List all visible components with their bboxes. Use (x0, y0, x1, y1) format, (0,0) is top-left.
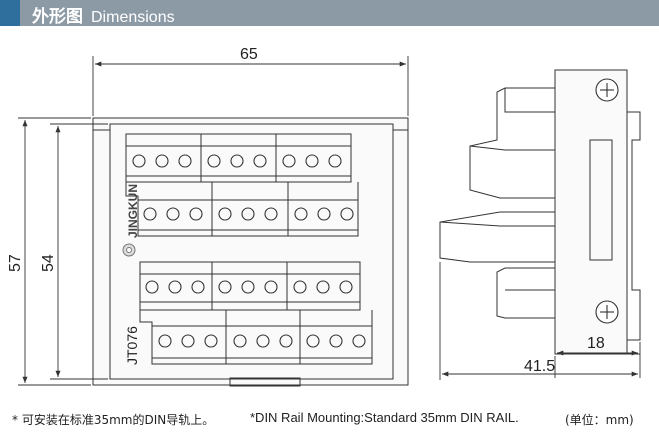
mounting-note-cn: * 可安装在标准35mm的DIN导轨上。 (12, 413, 215, 427)
rail-part-value: 18 (587, 335, 605, 352)
footer-notes: * 可安装在标准35mm的DIN导轨上。 *DIN Rail Mounting:… (0, 407, 659, 431)
upper-top-terminal-row (125, 133, 352, 183)
section-title-cn: 外形图 (32, 7, 83, 27)
outer-height-value: 57 (7, 254, 24, 272)
brand-label: JINGKUN (126, 184, 140, 238)
upper-bottom-terminal-row (125, 182, 359, 237)
section-header: 外形图 Dimensions (0, 0, 659, 27)
bottom-screw-icon (595, 300, 619, 324)
width-dimension (92, 56, 409, 116)
side-dimensions (439, 262, 641, 380)
width-value: 65 (240, 46, 258, 63)
section-title: 外形图 Dimensions (32, 2, 175, 27)
mounting-note-en: *DIN Rail Mounting:Standard 35mm DIN RAI… (250, 410, 519, 425)
front-view (92, 117, 409, 387)
height-dimensions (18, 117, 108, 386)
lower-bottom-terminal-row (139, 310, 373, 365)
lower-top-terminal-row (139, 261, 361, 311)
model-label: JT076 (124, 326, 140, 365)
top-screw-icon (595, 78, 619, 102)
depth-value: 41.5 (524, 358, 555, 375)
header-accent-bar (0, 0, 20, 26)
brand-gear-icon (122, 243, 136, 257)
unit-label: (单位：mm) (565, 413, 634, 427)
section-title-en: Dimensions (91, 9, 175, 26)
inner-height-value: 54 (40, 254, 57, 272)
